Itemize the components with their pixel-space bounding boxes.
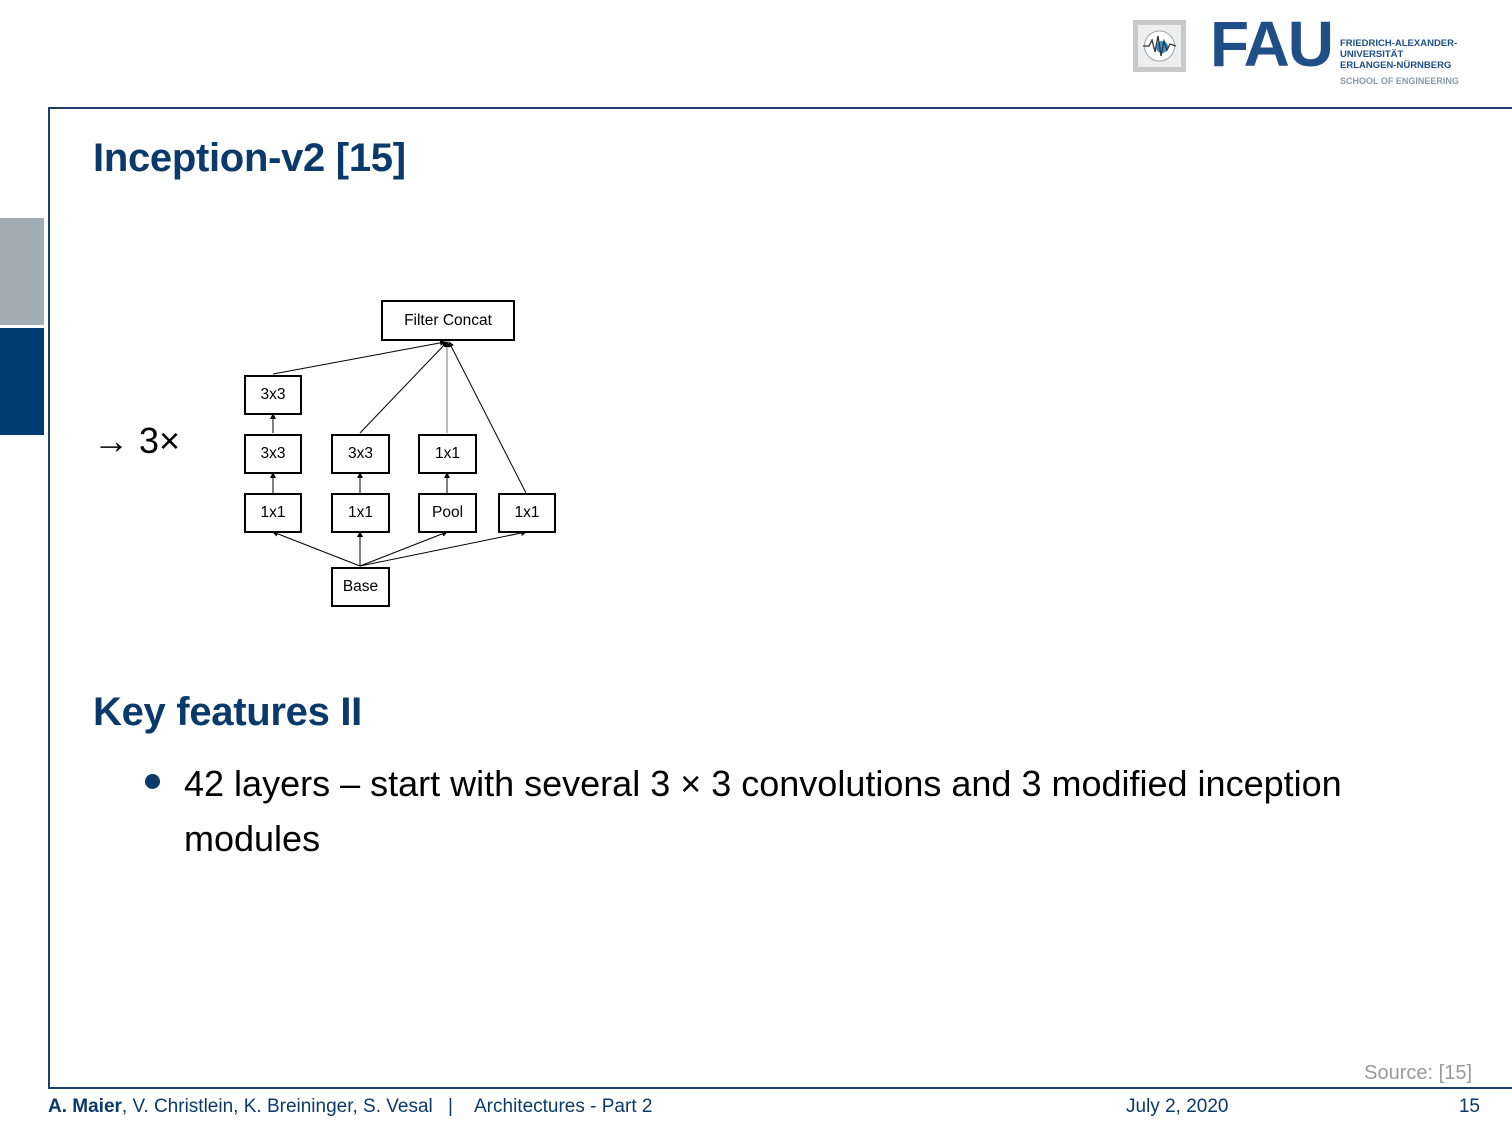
diagram-edges xyxy=(270,339,527,567)
bullet-text: 42 layers – start with several 3 × 3 con… xyxy=(184,763,1342,859)
bullet-list: 42 layers – start with several 3 × 3 con… xyxy=(140,756,1470,866)
inception-module-diagram: Filter Concat 3x3 3x3 3x3 1x1 1x1 1x1 Po… xyxy=(230,290,570,620)
section-heading: Key features II xyxy=(93,690,362,734)
node-c-mid-1x1: 1x1 xyxy=(418,434,477,474)
node-a-bot-1x1: 1x1 xyxy=(244,493,302,533)
edge-b-concat xyxy=(359,341,448,434)
footer-separator: | xyxy=(448,1096,453,1117)
pattern-recognition-lab-logo xyxy=(1133,20,1186,72)
frame-left-line xyxy=(48,107,50,1089)
fau-logo: FAU FRIEDRICH-ALEXANDER- UNIVERSITÄT ERL… xyxy=(1210,8,1459,87)
footer-coauthors: , V. Christlein, K. Breininger, S. Vesal xyxy=(121,1096,433,1117)
edge-base-c xyxy=(359,531,448,567)
frame-bottom-line xyxy=(48,1087,1512,1089)
footer-authors: A. Maier, V. Christlein, K. Breininger, … xyxy=(48,1096,433,1118)
node-a-mid-3x3: 3x3 xyxy=(244,434,302,474)
repeat-label: → 3× xyxy=(93,420,181,461)
university-name-line-1: FRIEDRICH-ALEXANDER- xyxy=(1340,38,1458,49)
section-tab-current[interactable] xyxy=(0,328,44,435)
edge-base-d xyxy=(359,530,527,567)
node-base: Base xyxy=(331,567,390,607)
bullet-dot-icon xyxy=(145,774,160,789)
source-note: Source: [15] xyxy=(1364,1062,1472,1084)
node-filter-concat: Filter Concat xyxy=(381,300,515,341)
school-name: SCHOOL OF ENGINEERING xyxy=(1340,76,1459,86)
footer-course: Architectures - Part 2 xyxy=(474,1096,653,1117)
university-name-line-3: ERLANGEN-NÜRNBERG xyxy=(1340,60,1452,71)
edge-base-a xyxy=(272,531,361,567)
edge-a-concat xyxy=(272,339,446,375)
node-d-bot-1x1: 1x1 xyxy=(498,493,556,533)
university-name-line-2: UNIVERSITÄT xyxy=(1340,49,1404,60)
footer-lead-author: A. Maier xyxy=(48,1096,122,1117)
node-c-bot-pool: Pool xyxy=(418,493,477,533)
section-tab-previous[interactable] xyxy=(0,218,44,325)
node-b-mid-3x3: 3x3 xyxy=(331,434,390,474)
node-b-bot-1x1: 1x1 xyxy=(331,493,390,533)
edge-d-concat xyxy=(448,341,527,494)
node-a-top-3x3: 3x3 xyxy=(244,375,302,415)
fau-wordmark: FAU xyxy=(1210,8,1334,80)
slide-title: Inception-v2 [15] xyxy=(93,136,406,180)
waveform-icon xyxy=(1143,30,1177,62)
bullet-item: 42 layers – start with several 3 × 3 con… xyxy=(140,756,1470,866)
footer-page-number: 15 xyxy=(1458,1096,1480,1117)
footer-date: July 2, 2020 xyxy=(1126,1096,1229,1117)
frame-top-line xyxy=(48,107,1512,109)
